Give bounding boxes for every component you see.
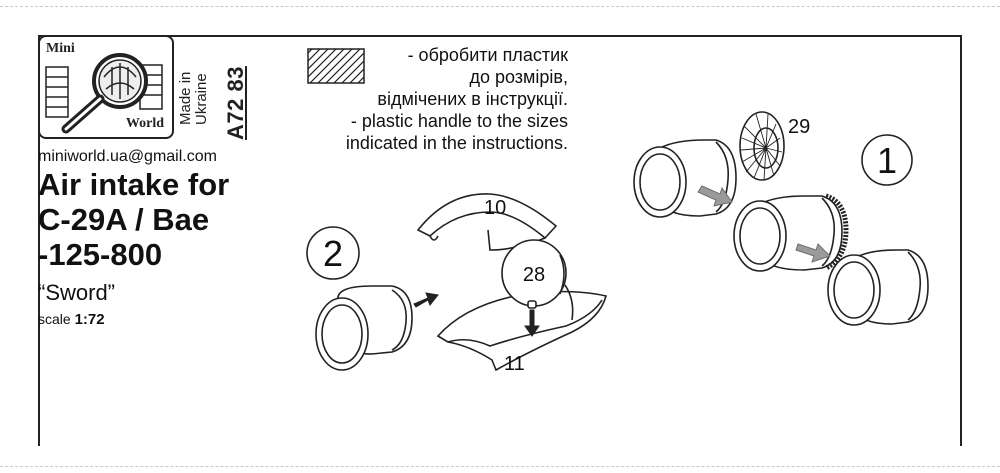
scale-prefix: scale (38, 311, 71, 327)
intake-cylinder-c (827, 249, 929, 326)
down-arrow (524, 309, 540, 337)
brand-logo: Mini World (38, 35, 174, 139)
logo-text-top: Mini (46, 41, 75, 56)
title-line-1: Air intake for (38, 167, 230, 202)
step-1-label: 1 (877, 140, 897, 181)
intake-cylinder-step2 (315, 285, 413, 371)
step-2-marker (306, 226, 360, 280)
legend-line-2: до розмірів, (469, 67, 568, 87)
part-29-label: 29 (788, 116, 810, 138)
hatch-swatch-icon (307, 48, 365, 84)
legend-line-3: відмічених в інструкції. (377, 89, 568, 109)
title-line-2: C-29A / Bae (38, 202, 210, 237)
insert-arrow (413, 292, 439, 308)
legend-line-4: - plastic handle to the sizes (350, 111, 568, 131)
part-28-label: 28 (523, 264, 545, 286)
product-title: Air intake for C-29A / Bae -125-800 (38, 167, 298, 272)
bottom-cut-line (0, 466, 1000, 467)
magnifier-icon (45, 53, 163, 134)
part-11-label: 11 (504, 353, 525, 375)
step-1-marker (861, 134, 913, 186)
assembly-arrow-2 (795, 243, 831, 263)
legend-line-5: indicated in the instructions. (345, 133, 568, 153)
legend-line-1: - обробити пластик (407, 45, 568, 65)
assembly-arrow-1 (697, 185, 733, 207)
part-10-label: 10 (484, 197, 506, 219)
product-subtitle: “Sword” (38, 280, 116, 305)
scale-value: 1:72 (74, 311, 105, 328)
intake-cylinder-a (633, 139, 737, 218)
top-cut-line (0, 6, 1000, 7)
disk-tab (527, 300, 537, 309)
ring-part-29 (739, 111, 785, 181)
legend-text: - обробити пластик до розмірів, відмічен… (302, 44, 568, 154)
intake-cylinder-b (733, 193, 849, 272)
title-line-3: -125-800 (38, 237, 163, 272)
contact-email: miniworld.ua@gmail.com (38, 148, 217, 165)
logo-text-bottom: World (125, 116, 164, 131)
step-2-label: 2 (323, 233, 343, 274)
scale-label: scale 1:72 (38, 311, 105, 328)
instruction-frame (38, 35, 962, 446)
